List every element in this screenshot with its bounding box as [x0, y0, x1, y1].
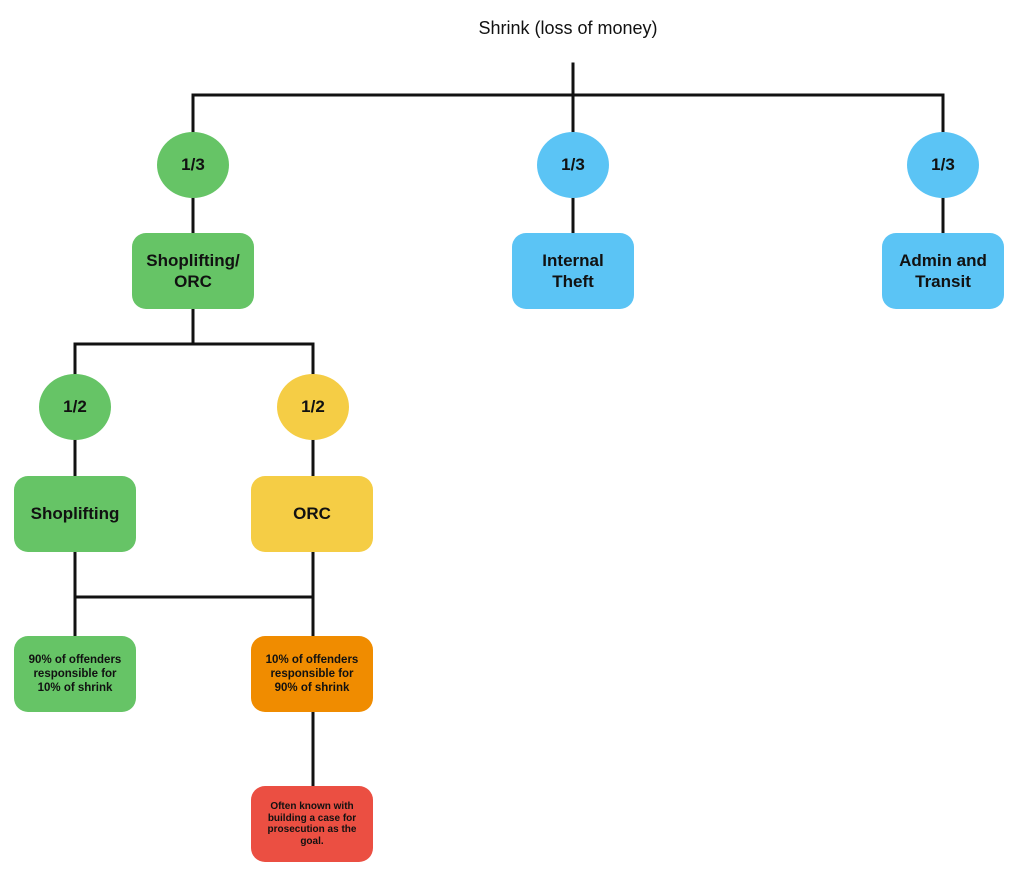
fraction-circle-orc: 1/2 — [277, 374, 349, 440]
note-90-percent-offenders: 90% of offenders responsible for 10% of … — [14, 636, 136, 712]
box-orc: ORC — [251, 476, 373, 552]
fraction-circle-shoplifting: 1/2 — [39, 374, 111, 440]
box-shoplifting-orc: Shoplifting/ ORC — [132, 233, 254, 309]
fraction-circle-shoplifting-orc: 1/3 — [157, 132, 229, 198]
box-admin-transit: Admin and Transit — [882, 233, 1004, 309]
note-prosecution-goal: Often known with building a case for pro… — [251, 786, 373, 862]
box-internal-theft: Internal Theft — [512, 233, 634, 309]
fraction-circle-internal-theft: 1/3 — [537, 132, 609, 198]
note-10-percent-offenders: 10% of offenders responsible for 90% of … — [251, 636, 373, 712]
box-shoplifting: Shoplifting — [14, 476, 136, 552]
root-title: Shrink (loss of money) — [478, 18, 658, 38]
fraction-circle-admin-transit: 1/3 — [907, 132, 979, 198]
